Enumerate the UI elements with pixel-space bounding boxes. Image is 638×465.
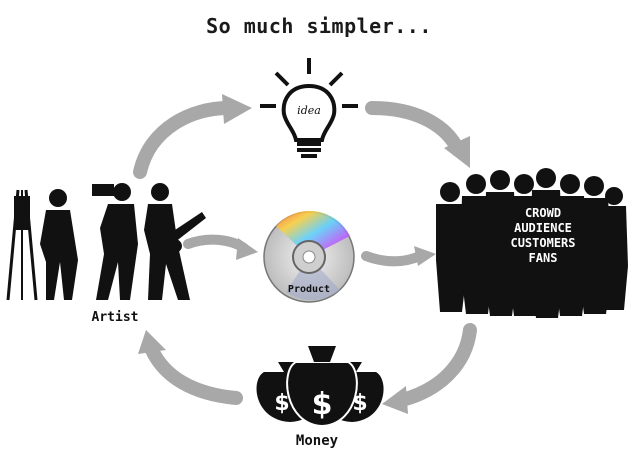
arrow-artist-to-idea bbox=[133, 94, 252, 179]
crowd-line-fans: FANS bbox=[528, 251, 558, 265]
arrow-artist-to-product bbox=[183, 234, 258, 260]
svg-text:$: $ bbox=[274, 391, 289, 416]
lightbulb-icon: idea bbox=[260, 58, 358, 158]
idea-text: idea bbox=[297, 104, 321, 117]
svg-text:$: $ bbox=[312, 387, 333, 422]
crowd-silhouettes-icon bbox=[436, 168, 628, 318]
svg-text:$: $ bbox=[352, 391, 367, 416]
money-label: Money bbox=[295, 433, 339, 449]
arrow-product-to-crowd bbox=[361, 246, 436, 267]
artist-silhouettes-icon bbox=[6, 183, 206, 301]
crowd-line-crowd: CROWD bbox=[524, 206, 562, 220]
crowd-text-block: CROWD AUDIENCE CUSTOMERS FANS bbox=[478, 206, 608, 266]
money-bags-icon: $ $ $ bbox=[256, 346, 384, 428]
arrow-crowd-to-money bbox=[382, 323, 477, 414]
artist-label: Artist bbox=[91, 310, 139, 325]
arrow-idea-to-crowd bbox=[365, 101, 470, 168]
cd-disc-icon: Product bbox=[263, 210, 355, 303]
arrow-money-to-artist bbox=[138, 330, 243, 405]
product-label: Product bbox=[288, 284, 330, 295]
crowd-line-customers: CUSTOMERS bbox=[510, 236, 576, 250]
crowd-line-audience: AUDIENCE bbox=[514, 221, 572, 235]
diagram-title: So much simpler... bbox=[206, 14, 432, 38]
